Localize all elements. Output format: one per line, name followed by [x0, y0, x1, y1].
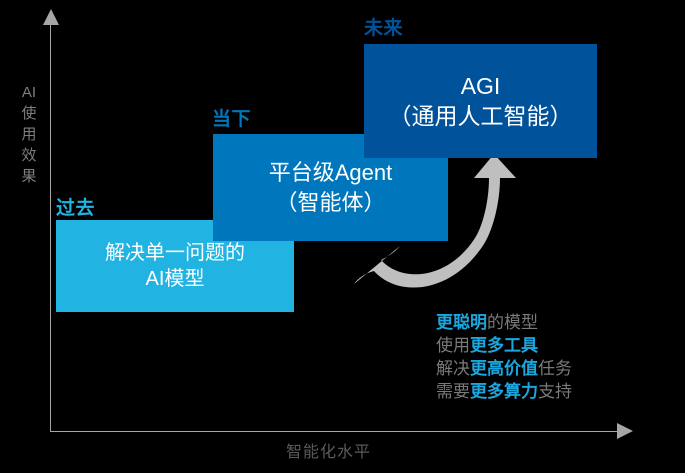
benefits-list: 更聪明的模型 使用更多工具 解决更高价值任务 需要更多算力支持: [436, 311, 572, 403]
growth-curve-arrow-icon: [354, 154, 516, 288]
x-axis-line: [50, 431, 622, 432]
stage-box-past-line-2: AI模型: [145, 268, 205, 290]
benefit-line-4-plain-pre: 需要: [436, 382, 470, 401]
stage-caption-now: 当下: [212, 109, 252, 130]
benefit-line-3-highlight: 更高价值: [470, 359, 538, 378]
y-axis-line: [50, 22, 51, 432]
x-axis-label: 智能化水平: [286, 444, 372, 461]
stage-caption-past: 过去: [56, 198, 96, 219]
benefit-line-3-plain-post: 任务: [538, 359, 572, 378]
stage-box-past-line-1: 解决单一问题的: [105, 241, 245, 264]
x-axis-arrowhead-icon: [617, 423, 633, 439]
stage-box-future-line-2: （通用人工智能）: [388, 103, 573, 129]
benefit-line-2-highlight: 更多工具: [470, 336, 538, 355]
benefit-line-1-plain: 的模型: [487, 313, 538, 332]
benefit-line-3-plain-pre: 解决: [436, 359, 470, 378]
stage-box-now-line-1: 平台级Agent: [268, 160, 393, 186]
y-axis-label: AI使用效果: [21, 84, 37, 185]
benefit-line-4-plain-post: 支持: [538, 382, 572, 401]
benefit-line-4: 需要更多算力支持: [436, 380, 572, 403]
benefit-line-3: 解决更高价值任务: [436, 357, 572, 380]
stage-box-future: AGI （通用人工智能）: [364, 44, 597, 158]
stage-box-future-line-1: AGI: [460, 72, 501, 99]
stage-caption-future: 未来: [364, 18, 404, 39]
benefit-line-2-plain-pre: 使用: [436, 336, 470, 355]
benefit-line-1-highlight: 更聪明: [436, 313, 487, 332]
benefit-line-2: 使用更多工具: [436, 334, 572, 357]
benefit-line-1: 更聪明的模型: [436, 311, 572, 334]
stage-box-now-line-2: （智能体）: [275, 189, 386, 215]
y-axis-arrowhead-icon: [43, 9, 59, 25]
benefit-line-4-highlight: 更多算力: [470, 382, 538, 401]
